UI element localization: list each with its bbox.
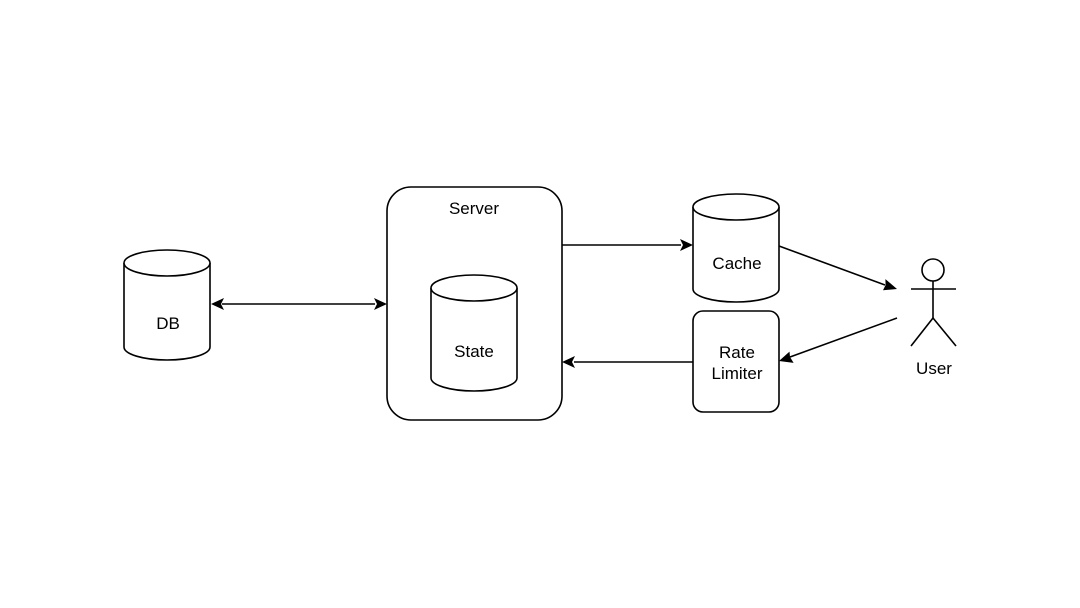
server-label: Server [449, 199, 499, 218]
edge-server-cache [562, 239, 693, 251]
rate-limiter-label-line1: Rate [719, 343, 755, 362]
arrowhead-to-rate-limiter [779, 351, 794, 363]
user-actor: User [910, 258, 957, 378]
rate-limiter-node: Rate Limiter [692, 310, 780, 413]
db-label: DB [156, 314, 180, 333]
arrowhead-to-cache [680, 239, 693, 251]
db-node: DB [123, 249, 211, 361]
state-node: State [430, 274, 518, 392]
state-label: State [454, 342, 494, 361]
user-stick-figure-icon [910, 258, 957, 347]
edge-cache-user [778, 245, 897, 291]
edge-user-rate-limiter [779, 317, 898, 363]
edge-db-server [211, 298, 387, 310]
arrowhead-to-server [374, 298, 387, 310]
cache-node: Cache [692, 193, 780, 303]
arrowhead-to-db [211, 298, 224, 310]
arrowhead-to-server-from-limiter [562, 356, 575, 368]
edge-rate-limiter-server [562, 356, 693, 368]
arrowhead-to-user [883, 279, 897, 291]
user-label: User [916, 359, 952, 378]
rate-limiter-label-line2: Limiter [711, 364, 762, 383]
cache-label: Cache [712, 254, 761, 273]
